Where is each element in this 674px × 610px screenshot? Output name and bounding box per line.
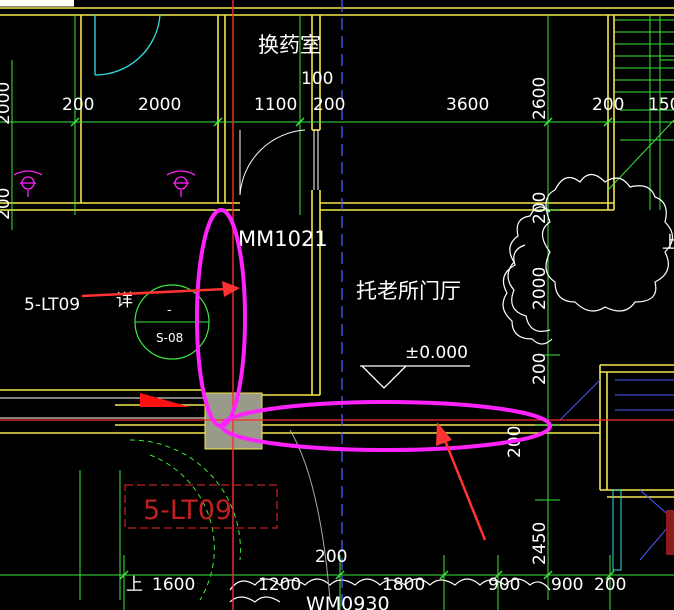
dim-text: 200 bbox=[62, 95, 94, 115]
dim-100: 100 bbox=[301, 69, 333, 89]
bottom-hedge bbox=[229, 596, 281, 603]
arrow-head bbox=[436, 422, 452, 446]
left-dimension-col: 2000 200 bbox=[0, 82, 14, 220]
window-tab-fragment bbox=[0, 0, 74, 7]
room-label-dressing: 换药室 bbox=[258, 33, 321, 57]
detail-callout-dash: - bbox=[167, 303, 172, 318]
dim-text: 1200 bbox=[258, 575, 301, 595]
dim-text: 200 bbox=[592, 95, 624, 115]
detail-callout-ref: 5-LT09 bbox=[24, 295, 80, 315]
tick bbox=[213, 117, 223, 127]
tick bbox=[439, 570, 449, 580]
dim-text: 2450 bbox=[530, 522, 550, 565]
door-swing-arc bbox=[239, 129, 306, 196]
tick bbox=[603, 117, 613, 127]
elevation-label: ±0.000 bbox=[405, 343, 468, 363]
dim-text: 2000 bbox=[530, 267, 550, 310]
stair-up-label-bottom: 上 bbox=[126, 575, 143, 595]
tick bbox=[335, 570, 345, 580]
cyan-panel bbox=[612, 489, 622, 571]
tick bbox=[493, 570, 503, 580]
basin-arc bbox=[166, 170, 196, 176]
dim-text: 200 bbox=[594, 575, 626, 595]
dim-text: 1100 bbox=[254, 95, 297, 115]
highlight-ellipse-horizontal bbox=[220, 400, 552, 452]
elevation-triangle-icon bbox=[360, 365, 470, 389]
stair-diagonal bbox=[559, 379, 601, 421]
stair-bottom-right bbox=[559, 379, 674, 561]
cyan-door-arc bbox=[94, 14, 161, 76]
annotation-arrow-icon bbox=[81, 281, 240, 298]
tick bbox=[119, 570, 129, 580]
tree-cluster bbox=[541, 173, 674, 312]
dim-text: 2000 bbox=[0, 82, 14, 125]
dim-text: 200 bbox=[0, 188, 14, 220]
dim-text: 1600 bbox=[152, 575, 195, 595]
dim-text: 200 bbox=[313, 95, 345, 115]
landscaping bbox=[229, 173, 674, 603]
top-dimension-row: 200 2000 1100 200 3600 200 150 bbox=[62, 95, 674, 115]
arrow-shaft bbox=[81, 287, 227, 298]
annotation-arrow-icon bbox=[436, 422, 487, 541]
dim-text: 900 bbox=[488, 575, 520, 595]
tick bbox=[605, 570, 615, 580]
dim-text: 900 bbox=[551, 575, 583, 595]
shrub-outline bbox=[502, 244, 553, 345]
stair-up-label: 上 bbox=[662, 233, 674, 253]
tick bbox=[543, 570, 553, 580]
dashed-box-label: 5-LT09 bbox=[143, 495, 232, 526]
window-strip bbox=[0, 130, 319, 419]
dimension-lines bbox=[0, 15, 674, 610]
door-swing-arc bbox=[289, 429, 331, 601]
door-tag-mm1021: MM1021 bbox=[238, 227, 328, 251]
wash-basin-icon bbox=[166, 170, 196, 197]
tick bbox=[543, 117, 553, 127]
dashed-box bbox=[124, 484, 278, 529]
dim-text: 1800 bbox=[382, 575, 425, 595]
wash-basin-icon bbox=[13, 170, 43, 197]
arrow-head bbox=[222, 281, 240, 297]
door-swings bbox=[239, 129, 331, 601]
stair-break-line bbox=[607, 119, 674, 191]
dim-text: 200 bbox=[530, 353, 550, 385]
tick bbox=[295, 117, 305, 127]
basin-arc bbox=[13, 170, 43, 176]
green-dashed-arc bbox=[129, 439, 241, 561]
dim-text: 200 bbox=[315, 547, 347, 567]
walls bbox=[0, 7, 674, 498]
tick bbox=[70, 117, 80, 127]
bottom-dimension-row: 200 1600 1200 1800 900 900 200 bbox=[152, 547, 626, 595]
detail-callout-word: 详 bbox=[116, 291, 133, 311]
bottom-hedge bbox=[229, 578, 551, 591]
red-wedge-marker bbox=[140, 393, 190, 407]
dim-text: 150 bbox=[648, 95, 674, 115]
dimension-ticks bbox=[70, 117, 615, 580]
arrow-shaft bbox=[442, 437, 487, 541]
door-tag-wm0930: WM0930 bbox=[306, 593, 390, 610]
dim-text: 2000 bbox=[138, 95, 181, 115]
room-label-hall: 托老所门厅 bbox=[356, 279, 461, 303]
red-block bbox=[666, 510, 674, 555]
elevation-triangle bbox=[361, 365, 407, 389]
dim-text: 2600 bbox=[530, 77, 550, 120]
dim-text: 200 bbox=[530, 192, 550, 224]
dim-text: 3600 bbox=[446, 95, 489, 115]
detail-callout-sheet: S-08 bbox=[156, 331, 183, 345]
